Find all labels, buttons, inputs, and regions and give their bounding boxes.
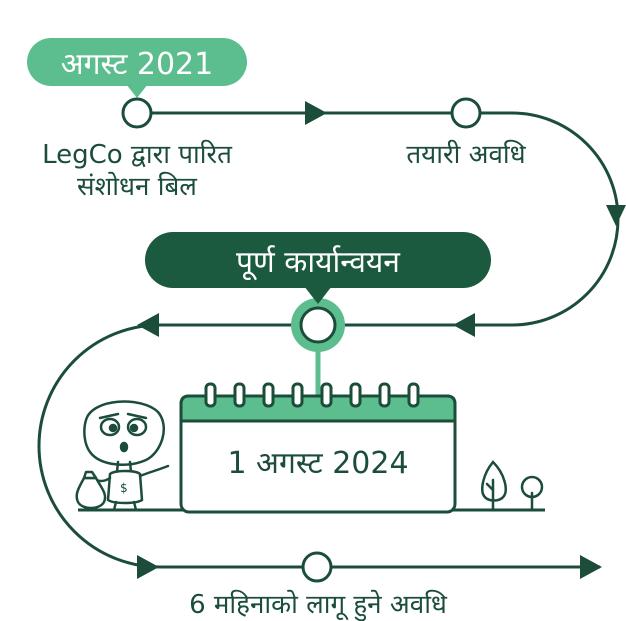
full-implementation-bubble: पूर्ण कार्यान्वयन (145, 232, 491, 288)
money-bag-icon (75, 470, 107, 510)
arrow-right-top (305, 101, 327, 125)
tree-icon (481, 460, 544, 512)
arrow-right-end (580, 555, 602, 579)
center-bubble-tail (304, 286, 332, 304)
full-implementation-label: पूर्ण कार्यान्वयन (236, 244, 400, 280)
cartoon-character-icon: $ (83, 400, 170, 512)
milestone-node-bottom (301, 551, 333, 583)
arrow-left-middle-right (453, 313, 475, 337)
start-date-bubble: अगस्ट 2021 (27, 38, 247, 86)
calendar-date: 1 अगस्ट 2024 (227, 446, 409, 481)
timeline-curve-left (37, 323, 161, 569)
center-node (299, 306, 337, 344)
start-date-label: अगस्ट 2021 (60, 46, 214, 82)
svg-text:$: $ (120, 481, 128, 495)
calendar-icon (179, 382, 457, 514)
milestone-2-label: तयारी अवधि (406, 140, 526, 170)
start-bubble-tail (126, 84, 148, 98)
arrow-right-bottom (137, 555, 159, 579)
milestone-1-line-2: संशोधन बिल (77, 172, 197, 202)
implementation-period-label: 6 महिनाको लागू हुने अवधि (189, 590, 447, 620)
arrow-down-right (606, 205, 626, 226)
milestone-node-2 (450, 97, 482, 129)
milestone-node-1 (121, 97, 153, 129)
milestone-1-label: LegCo द्वारा पारित संशोधन बिल (17, 139, 257, 203)
milestone-1-line-1: LegCo द्वारा पारित (42, 140, 232, 170)
arrow-left-middle-left (137, 313, 159, 337)
